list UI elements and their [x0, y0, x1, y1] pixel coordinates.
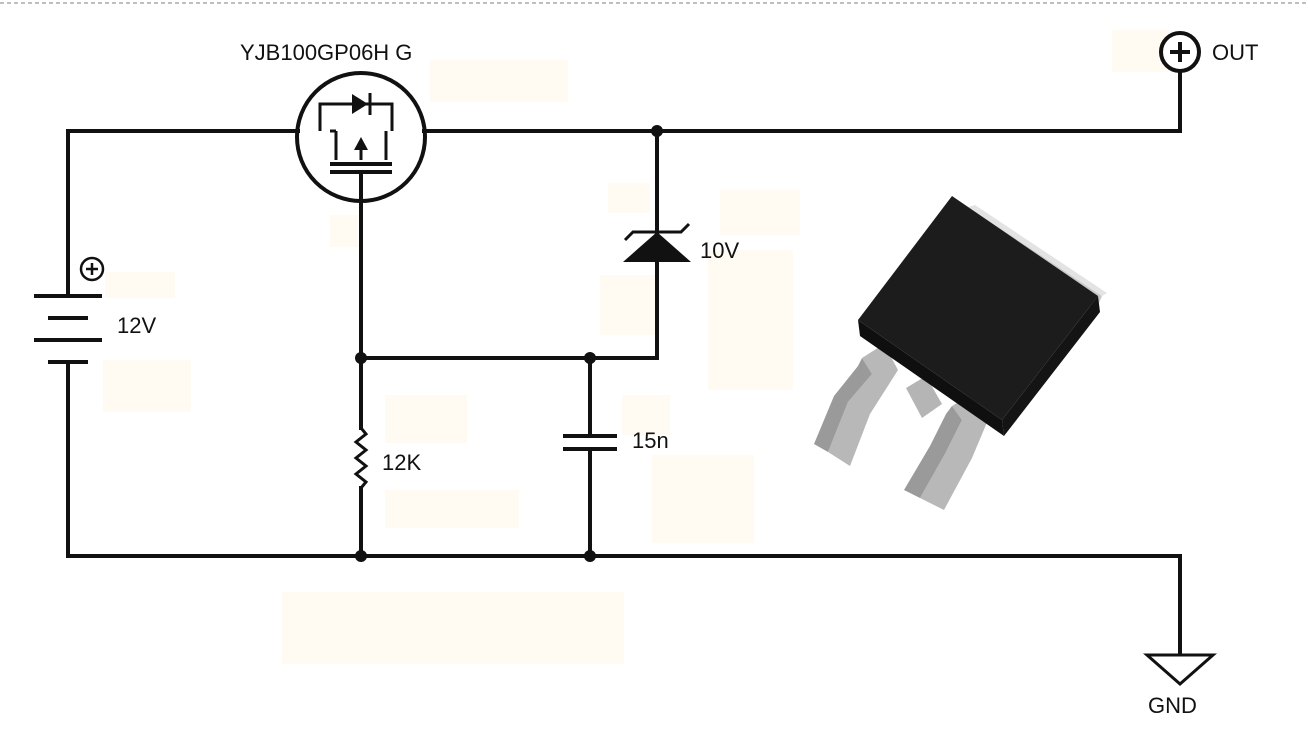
- dpak-package-icon: [814, 196, 1107, 510]
- battery-label: 12V: [117, 313, 156, 338]
- battery-plus-icon: [79, 256, 105, 282]
- background-patches: [103, 30, 1172, 664]
- zener-label: 10V: [700, 238, 739, 263]
- resistor-symbol: [353, 427, 369, 489]
- junctions: [355, 125, 663, 562]
- battery-symbol: [34, 294, 102, 364]
- output-plus-icon: [1159, 31, 1201, 73]
- wires: [66, 71, 1182, 657]
- ground-icon: [1143, 653, 1217, 686]
- capacitor-symbol: [563, 434, 617, 451]
- mosfet-symbol: [295, 71, 427, 203]
- capacitor-label: 15n: [632, 428, 669, 453]
- zener-diode-symbol: [623, 222, 691, 262]
- resistor-label: 12K: [382, 450, 421, 475]
- ground-label: GND: [1148, 693, 1197, 718]
- output-label: OUT: [1212, 40, 1258, 65]
- mosfet-label: YJB100GP06H G: [240, 40, 412, 65]
